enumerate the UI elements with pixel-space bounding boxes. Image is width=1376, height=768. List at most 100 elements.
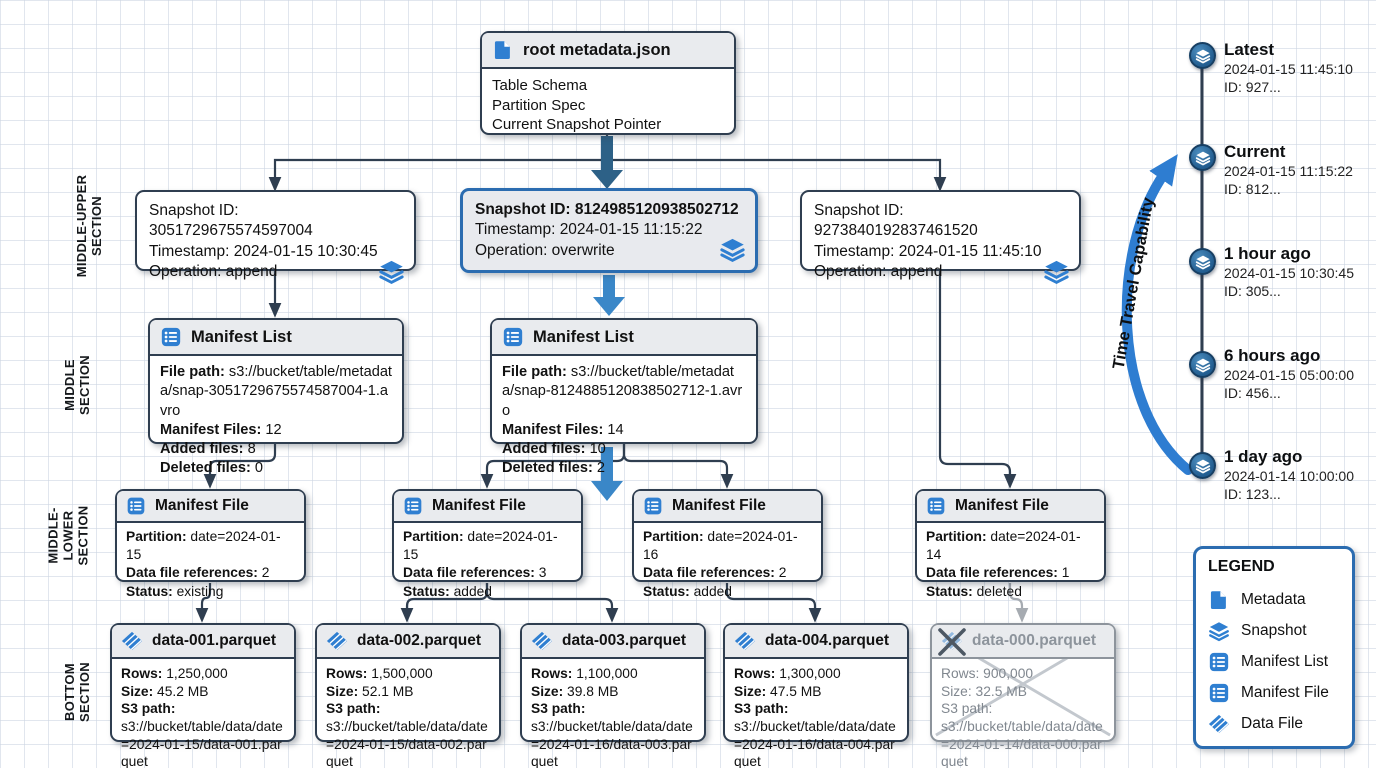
manifest-file-card-4: Manifest File Partition: date=2024-01-14… [915,489,1106,599]
timeline-entry-time: 2024-01-15 05:00:00 [1224,367,1354,383]
timeline-entry-time: 2024-01-15 11:45:10 [1224,61,1353,77]
root-metadata-card: root metadata.json Table Schema Partitio… [480,31,736,135]
data-file-icon [1208,713,1230,735]
data-file-card-1: data-001.parquet Rows: 1,250,000 Size: 4… [110,623,296,768]
snapshot-id: Snapshot ID: 8124985120938502712 [475,201,739,218]
df-size: Size: 45.2 MB [121,683,209,699]
manifest-list-deleted: Deleted files: 2 [502,460,606,477]
timeline-entry-title: 1 day ago [1224,447,1303,466]
manifest-list-added: Added files: 8 [160,441,256,457]
data-file-card-deleted: data-000.parquet Rows: 900,000 Size: 32.… [930,623,1116,768]
snapshot-card-current: Snapshot ID: 8124985120938502712 Timesta… [460,188,758,273]
timeline-entry-title: Current [1224,142,1286,161]
timeline-entry-time: 2024-01-14 10:00:00 [1224,468,1354,484]
snapshot-icon [1208,620,1230,642]
df-rows: Rows: 900,000 [941,666,1034,681]
snapshot-timestamp: Timestamp: 2024-01-15 11:45:10 [814,242,1042,260]
mf-refs: Data file references: 1 [926,565,1070,581]
df-size: Size: 39.8 MB [531,683,619,699]
data-file-card-4: data-004.parquet Rows: 1,300,000 Size: 4… [723,623,909,768]
timeline-node-icon [1195,458,1211,474]
df-path-label: S3 path: [734,701,789,717]
manifest-file-icon [403,496,423,516]
manifest-list-icon [160,326,182,348]
timeline-entry-id: ID: 927... [1224,79,1281,95]
df-path-label: S3 path: [326,701,381,717]
legend-item-label: Snapshot [1241,621,1307,639]
data-file-title: data-000.parquet [972,632,1097,649]
mf-refs: Data file references: 2 [643,565,787,581]
timeline-entry: 1 day ago 2024-01-14 10:00:00 ID: 123... [1224,447,1376,503]
root-metadata-title: root metadata.json [523,40,671,59]
legend-item-label: Data File [1241,714,1304,732]
manifest-file-title: Manifest File [955,497,1049,514]
data-file-card-3: data-003.parquet Rows: 1,100,000 Size: 3… [520,623,706,768]
timeline-entry-title: 1 hour ago [1224,244,1311,263]
snapshot-card-3: Snapshot ID: 9273840192837461520 Timesta… [800,190,1081,271]
timeline-node-icon [1195,150,1211,166]
snapshot-icon [1043,258,1070,285]
manifest-list-file-path: File path: s3://bucket/table/metadata/sn… [502,364,743,419]
timeline-node-6h [1189,351,1216,378]
df-rows: Rows: 1,100,000 [531,666,638,681]
manifest-file-title: Manifest File [155,497,249,514]
df-path: s3://bucket/table/data/date=2024-01-16/d… [734,718,896,768]
manifest-list-deleted: Deleted files: 0 [160,460,264,477]
mf-status: Status: deleted [926,583,1022,599]
section-label-middle-upper: MIDDLE-UPPER SECTION [74,174,104,278]
snapshot-timestamp: Timestamp: 2024-01-15 11:15:22 [475,221,703,239]
data-file-icon [121,630,143,652]
mf-refs: Data file references: 2 [126,565,270,581]
legend-title: LEGEND [1208,558,1275,575]
snapshot-operation: Operation: append [149,263,278,281]
timeline-entry-time: 2024-01-15 11:15:22 [1224,163,1353,179]
timeline-entry-title: 6 hours ago [1224,346,1321,365]
manifest-file-icon [926,496,946,516]
timeline-entry: 6 hours ago 2024-01-15 05:00:00 ID: 456.… [1224,346,1376,402]
section-label-middle: MIDDLE SECTION [62,355,92,415]
df-path: s3://bucket/table/data/date=2024-01-14/d… [941,718,1103,768]
mf-partition: Partition: date=2024-01-14 [926,529,1081,563]
manifest-file-card-2: Manifest File Partition: date=2024-01-15… [392,489,583,599]
timeline-entry-id: ID: 812... [1224,181,1281,197]
data-file-icon [734,630,756,652]
manifest-list-icon [1208,651,1230,673]
snapshot-icon [378,258,405,285]
legend-item-manifest-list: Manifest List [1208,646,1340,677]
timeline-node-latest [1189,42,1216,69]
legend: LEGEND Metadata Snapshot Manifest List M… [1193,546,1355,749]
data-file-title: data-003.parquet [562,632,687,649]
snapshot-card-1: Snapshot ID: 3051729675574597004 Timesta… [135,190,416,271]
manifest-list-icon [502,326,524,348]
manifest-file-title: Manifest File [672,497,766,514]
legend-item-data-file: Data File [1208,708,1340,739]
timeline-entry: 1 hour ago 2024-01-15 10:30:45 ID: 305..… [1224,244,1376,300]
manifest-file-title: Manifest File [432,497,526,514]
df-path-label: S3 path: [121,701,176,717]
snapshot-operation: Operation: overwrite [475,241,615,259]
manifest-file-icon [1208,682,1230,704]
deleted-cross-icon [938,628,966,656]
manifest-list-card-2: Manifest List File path: s3://bucket/tab… [490,318,758,476]
section-label-middle-lower: MIDDLE- LOWER SECTION [45,505,91,566]
manifest-list-title: Manifest List [191,327,292,346]
df-rows: Rows: 1,300,000 [734,666,841,681]
df-rows: Rows: 1,500,000 [326,666,433,681]
mf-status: Status: added [403,583,492,599]
timeline-node-icon [1195,357,1211,373]
timeline-entry: Latest 2024-01-15 11:45:10 ID: 927... [1224,40,1376,96]
snapshot-id: Snapshot ID: 3051729675574597004 [149,202,313,240]
timeline-node-1h [1189,248,1216,275]
manifest-file-icon [126,496,146,516]
snapshot-id: Snapshot ID: 9273840192837461520 [814,202,978,240]
manifest-file-card-1: Manifest File Partition: date=2024-01-15… [115,489,306,599]
section-label-bottom: BOTTOM SECTION [62,662,92,722]
manifest-list-file-path: File path: s3://bucket/table/metadata/sn… [160,364,392,419]
snapshot-timestamp: Timestamp: 2024-01-15 10:30:45 [149,242,378,260]
df-path: s3://bucket/table/data/date=2024-01-15/d… [326,718,488,768]
timeline-entry-id: ID: 305... [1224,283,1281,299]
metadata-icon [1208,589,1230,611]
mf-status: Status: existing [126,583,224,599]
manifest-file-icon [643,496,663,516]
